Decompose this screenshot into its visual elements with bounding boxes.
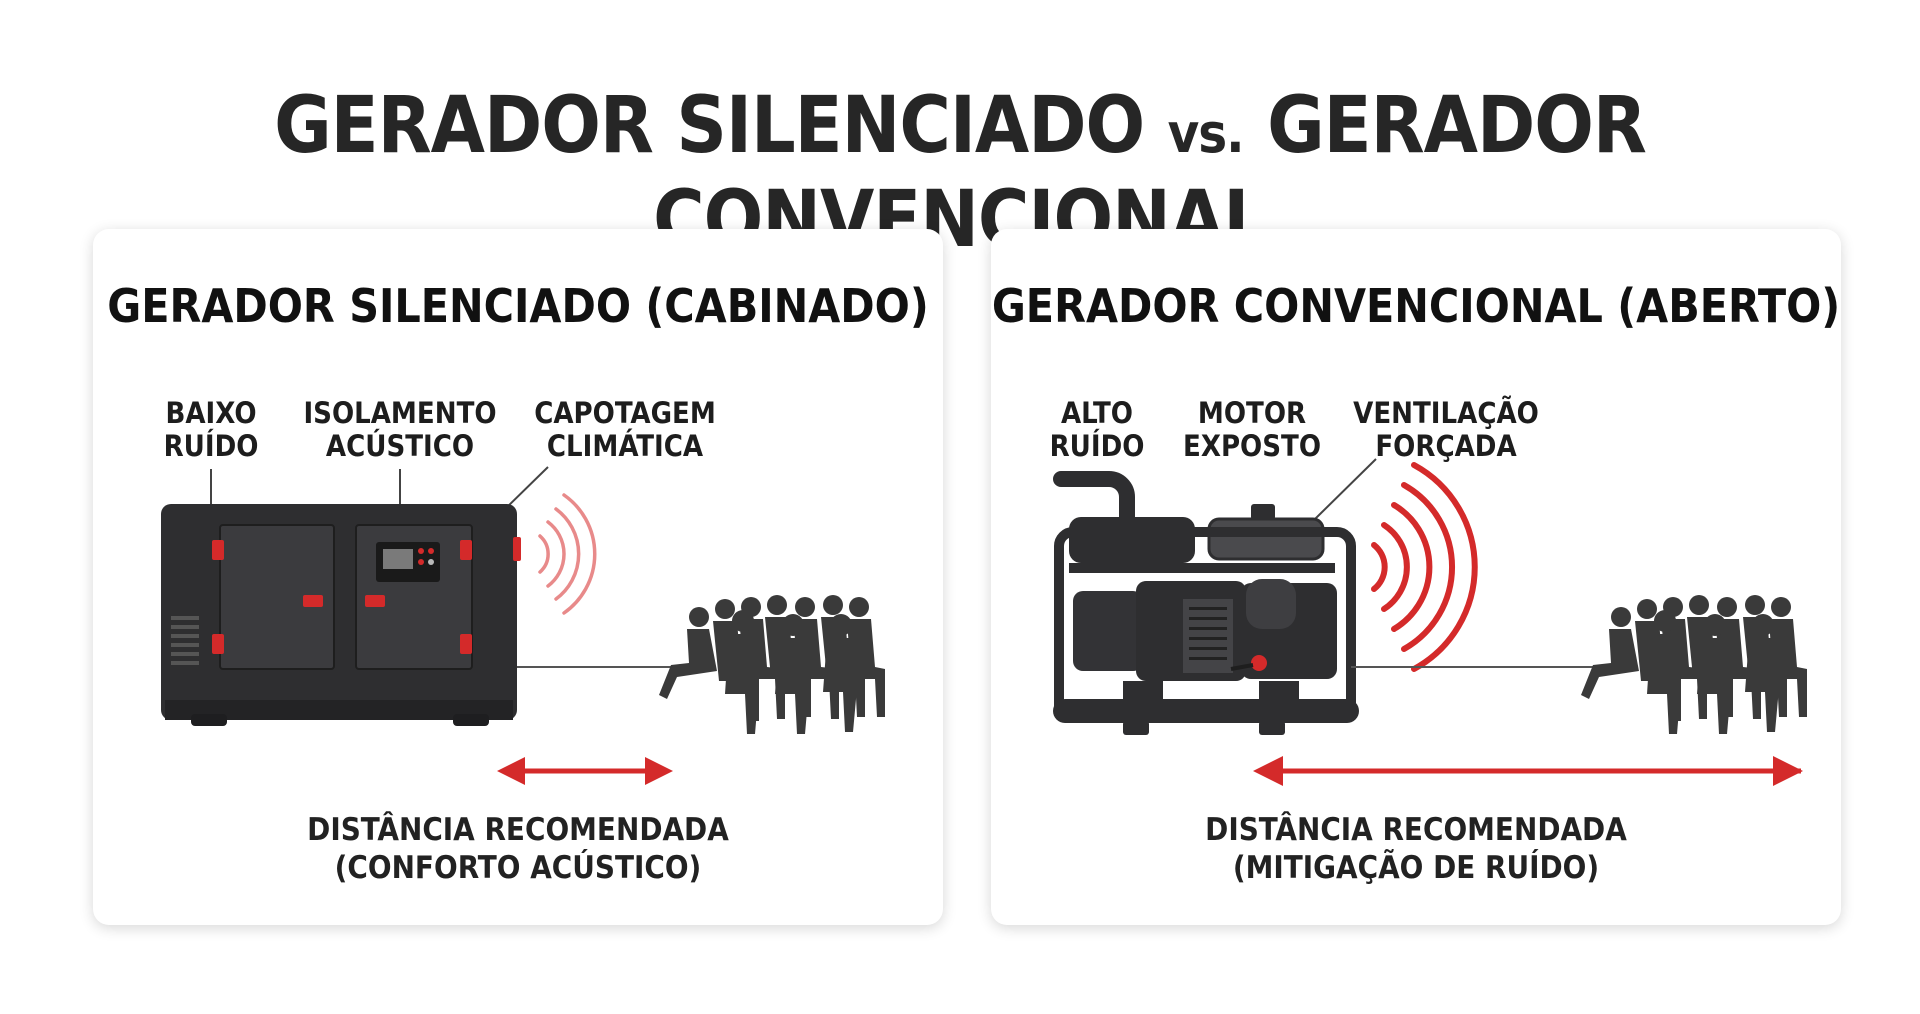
audience-silhouette-icon bbox=[1581, 595, 1807, 734]
silent-generator-illustration bbox=[161, 466, 885, 785]
label-exposed-motor-line1: MOTOR bbox=[1197, 396, 1307, 430]
distance-arrow-right bbox=[1253, 756, 1803, 786]
strong-sound-waves-icon bbox=[1371, 462, 1478, 672]
conventional-distance-caption: DISTÂNCIA RECOMENDADA (MITIGAÇÃO DE RUÍD… bbox=[991, 811, 1841, 887]
label-forced-ventilation-line2: FORÇADA bbox=[1375, 429, 1517, 463]
label-forced-ventilation-line1: VENTILAÇÃO bbox=[1353, 396, 1539, 430]
open-frame-generator-icon bbox=[1053, 471, 1359, 735]
silent-panel-title: GERADOR SILENCIADO (CABINADO) bbox=[107, 279, 929, 333]
label-low-noise-line2: RUÍDO bbox=[163, 429, 259, 463]
leader-line-ventilation bbox=[1314, 458, 1377, 520]
label-high-noise-line1: ALTO bbox=[1060, 396, 1133, 430]
title-part-1: GERADOR SILENCIADO bbox=[274, 81, 1145, 171]
silent-caption-line2: (CONFORTO ACÚSTICO) bbox=[334, 850, 702, 886]
label-acoustic-insulation: ISOLAMENTO ACÚSTICO bbox=[303, 397, 496, 463]
cabinet-generator-icon bbox=[161, 504, 521, 726]
label-high-noise: ALTO RUÍDO bbox=[1050, 397, 1145, 463]
label-climate-housing-line2: CLIMÁTICA bbox=[546, 429, 704, 463]
label-exposed-motor-line2: EXPOSTO bbox=[1182, 429, 1322, 463]
distance-arrow-left bbox=[497, 757, 673, 785]
title-vs: vs. bbox=[1167, 102, 1245, 165]
label-forced-ventilation: VENTILAÇÃO FORÇADA bbox=[1353, 397, 1539, 463]
conventional-caption-line1: DISTÂNCIA RECOMENDADA bbox=[1205, 812, 1627, 848]
conventional-panel-title: GERADOR CONVENCIONAL (ABERTO) bbox=[991, 279, 1841, 333]
silent-caption-line1: DISTÂNCIA RECOMENDADA bbox=[307, 812, 729, 848]
leader-line-climate bbox=[502, 466, 549, 512]
silent-generator-panel: GERADOR SILENCIADO (CABINADO) BAIXO RUÍD… bbox=[93, 229, 943, 925]
audience-silhouette-icon bbox=[659, 595, 885, 734]
label-acoustic-insulation-line2: ACÚSTICO bbox=[325, 429, 475, 463]
label-acoustic-insulation-line1: ISOLAMENTO bbox=[303, 396, 497, 430]
label-climate-housing: CAPOTAGEM CLIMÁTICA bbox=[534, 397, 716, 463]
label-low-noise-line1: BAIXO bbox=[165, 396, 257, 430]
silent-distance-caption: DISTÂNCIA RECOMENDADA (CONFORTO ACÚSTICO… bbox=[93, 811, 943, 887]
conventional-caption-line2: (MITIGAÇÃO DE RUÍDO) bbox=[1232, 850, 1600, 886]
label-high-noise-line2: RUÍDO bbox=[1049, 429, 1145, 463]
label-exposed-motor: MOTOR EXPOSTO bbox=[1183, 397, 1321, 463]
soft-sound-waves-icon bbox=[538, 493, 597, 615]
label-climate-housing-line1: CAPOTAGEM bbox=[534, 396, 716, 430]
conventional-generator-panel: GERADOR CONVENCIONAL (ABERTO) ALTO RUÍDO… bbox=[991, 229, 1841, 925]
conventional-generator-illustration bbox=[1053, 458, 1807, 786]
label-low-noise: BAIXO RUÍDO bbox=[164, 397, 259, 463]
